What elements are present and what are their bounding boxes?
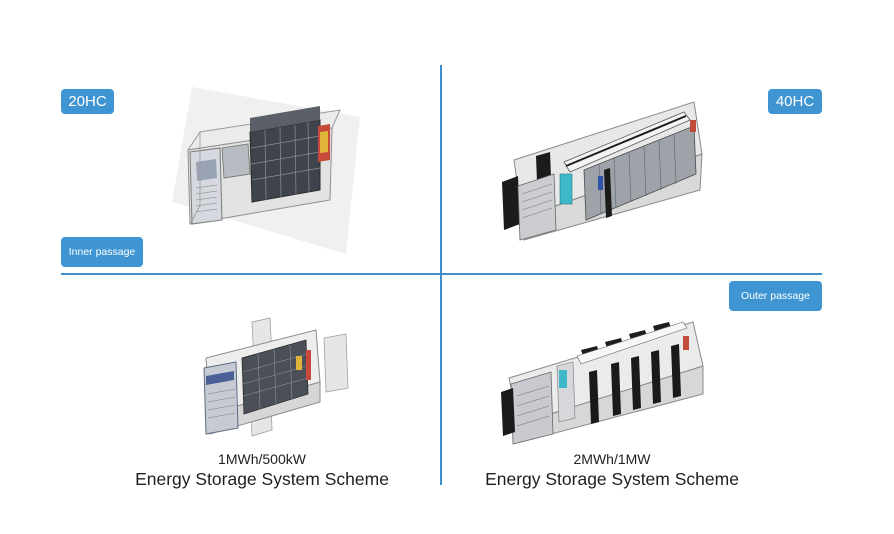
caption-left-rating: 1MWh/500kW xyxy=(218,451,306,467)
badge-inner-passage: Inner passage xyxy=(61,237,143,267)
caption-left-scheme: Energy Storage System Scheme xyxy=(135,469,389,489)
vertical-divider xyxy=(440,65,442,485)
badge-outer-passage: Outer passage xyxy=(729,281,822,311)
container-20hc-inner-illustration xyxy=(172,87,360,254)
container-20hc-outer-illustration xyxy=(203,317,349,437)
caption-right: 2MWh/1MW Energy Storage System Scheme xyxy=(450,450,774,490)
caption-right-scheme: Energy Storage System Scheme xyxy=(485,469,739,489)
caption-left: 1MWh/500kW Energy Storage System Scheme xyxy=(100,450,424,490)
horizontal-divider xyxy=(61,273,822,275)
badge-20hc: 20HC xyxy=(61,89,114,114)
caption-right-rating: 2MWh/1MW xyxy=(573,451,651,467)
container-40hc-inner-illustration xyxy=(502,101,703,241)
badge-40hc: 40HC xyxy=(768,89,822,114)
container-40hc-outer-illustration xyxy=(501,321,704,445)
